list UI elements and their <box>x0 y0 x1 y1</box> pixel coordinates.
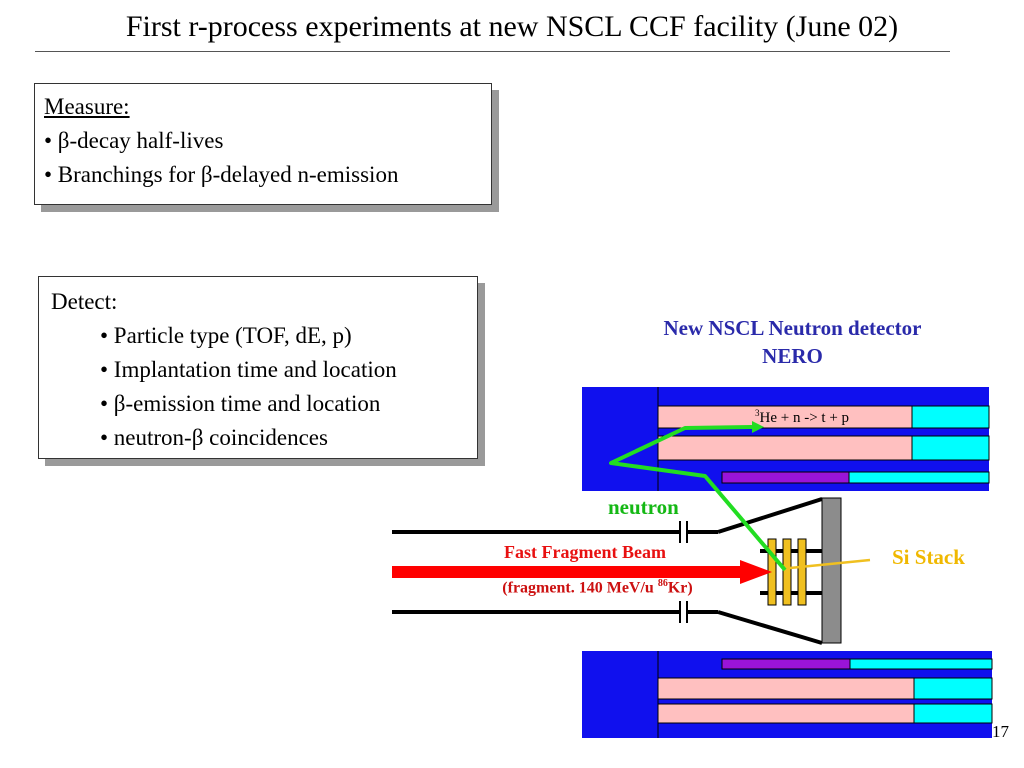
neutron-path <box>609 425 787 572</box>
detect-heading: Detect: <box>51 289 118 314</box>
upper-cyan-bar <box>848 471 990 484</box>
beam-label: Fast Fragment Beam <box>504 542 666 562</box>
upper-tube-2-cyan <box>911 435 990 461</box>
reaction-superscript: 3 <box>755 408 760 418</box>
reaction-text: He + n -> t + p <box>759 410 850 426</box>
si-stack-label: Si Stack <box>892 545 965 569</box>
detector-title-line2: NERO <box>762 344 823 368</box>
beam-pipe <box>392 497 823 645</box>
chamber-end-plate <box>821 497 842 644</box>
upper-purple-bar <box>721 471 850 484</box>
upper-detector-block <box>582 387 990 491</box>
detect-item: • Particle type (TOF, dE, p) <box>100 323 352 348</box>
neutron-label: neutron <box>608 495 679 519</box>
slide-title: First r-process experiments at new NSCL … <box>125 10 899 43</box>
title-divider <box>35 51 950 52</box>
lower-tube-1-cyan <box>913 677 993 700</box>
detect-item: • neutron-β coincidences <box>100 425 328 450</box>
page-number: 17 <box>992 722 1009 741</box>
lower-cyan-bar <box>849 658 993 670</box>
beam-sub-suffix: Kr) <box>667 579 693 597</box>
lower-detector-block <box>582 651 993 738</box>
measure-heading: Measure: <box>44 94 130 119</box>
detect-item: • β-emission time and location <box>100 391 381 416</box>
measure-box: Measure: • β-decay half-lives • Branchin… <box>34 83 492 205</box>
beam-sub-prefix: (fragment. 140 MeV/u <box>502 579 658 597</box>
beam-arrow <box>392 560 772 584</box>
si-stack-pointer <box>789 558 871 570</box>
lower-tube-2 <box>657 703 915 724</box>
lower-purple-bar <box>721 658 851 670</box>
detector-title: New NSCL Neutron detector NERO <box>620 314 965 370</box>
measure-item: • Branchings for β-delayed n-emission <box>44 162 399 187</box>
beam-sub-superscript: 86 <box>657 578 668 589</box>
neutron-arrowhead <box>752 421 764 433</box>
beam-sub-label: (fragment. 140 MeV/u 86Kr) <box>470 578 725 597</box>
detector-title-line1: New NSCL Neutron detector <box>663 316 922 340</box>
upper-tube-2 <box>657 435 913 461</box>
upper-tube-1-cyan <box>911 405 990 429</box>
detect-box: Detect: • Particle type (TOF, dE, p) • I… <box>38 276 478 459</box>
lower-tube-1 <box>657 677 915 700</box>
lower-tube-2-cyan <box>913 703 993 724</box>
detect-item: • Implantation time and location <box>100 357 397 382</box>
reaction-label: 3He + n -> t + p <box>755 408 849 427</box>
measure-item: • β-decay half-lives <box>44 128 224 153</box>
